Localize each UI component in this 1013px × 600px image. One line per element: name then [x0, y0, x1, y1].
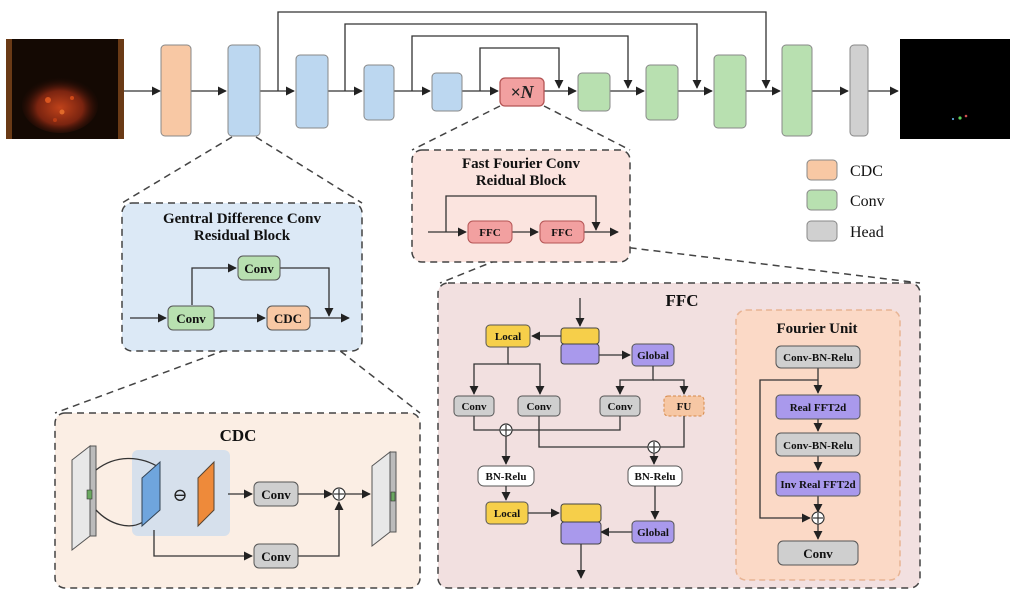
ffc-block-ffc-1-label: FFC: [479, 227, 500, 239]
fourier-op-1-label: Conv-BN-Relu: [783, 352, 853, 364]
fourier-unit-title: Fourier Unit: [777, 321, 858, 337]
legend-swatch-head: [806, 220, 838, 242]
ffc-local-bottom-label: Local: [494, 508, 520, 520]
gdc-conv-left-label: Conv: [176, 311, 206, 326]
skip-connections: [277, 11, 771, 91]
ffc-conv-3-label: Conv: [607, 401, 633, 413]
gdc-title-line2: Residual Block: [194, 228, 291, 244]
fourier-op-4: [775, 471, 861, 497]
ffc-global-top-label: Global: [637, 350, 669, 362]
fourier-op-4-label: Inv Real FFT2d: [780, 479, 855, 491]
cdc-orange-feature: [197, 460, 215, 528]
gdc-cdc-label: CDC: [274, 311, 302, 326]
fourier-op-3-label: Conv-BN-Relu: [783, 440, 853, 452]
pipeline-encoder-block-3: [363, 64, 395, 121]
cdc-detail-title: CDC: [220, 426, 257, 445]
pipeline-cdc-block: [160, 44, 192, 137]
fourier-op-5: [777, 540, 859, 566]
ffc-conv-1-label: Conv: [461, 401, 487, 413]
ffc-block-ffc-2: [539, 220, 585, 244]
pipeline-decoder-block-1: [577, 72, 611, 112]
fourier-op-2: [775, 394, 861, 420]
ffc-split-top-global: [560, 343, 600, 365]
output-image: [900, 39, 1010, 139]
ffc-merge-bottom-global: [560, 521, 602, 545]
gdc-conv-top-label: Conv: [244, 261, 274, 276]
gdc-residual-block: Gentral Difference Conv Residual Block C…: [121, 202, 363, 352]
legend-label-conv: Conv: [850, 193, 885, 210]
ffc-split-top-local: [560, 327, 600, 345]
cdc-output-feature: [371, 450, 391, 548]
legend: CDC Conv Head: [806, 159, 885, 242]
legend-swatch-cdc: [806, 159, 838, 181]
legend-label-cdc: CDC: [850, 163, 883, 180]
ffc-fu-label: FU: [677, 401, 692, 413]
legend-swatch-conv: [806, 189, 838, 211]
fourier-unit: Fourier Unit Conv-BN-Relu Real FFT2d Con…: [735, 309, 901, 581]
pipeline-decoder-block-2: [645, 64, 679, 121]
legend-label-head: Head: [850, 224, 884, 241]
ffc-block-title-line1: Fast Fourier Conv: [462, 156, 581, 172]
ffc-residual-block: Fast Fourier Conv Reidual Block FFC FFC: [411, 149, 631, 263]
ffc-block-title-line2: Reidual Block: [476, 173, 567, 189]
input-image: [6, 39, 124, 139]
fourier-op-2-label: Real FFT2d: [790, 402, 847, 414]
cdc-conv-bottom-label: Conv: [261, 549, 291, 564]
ffc-merge-bottom-local: [560, 503, 602, 523]
pipeline-encoder-block-2: [295, 54, 329, 129]
pipeline-decoder-block-4: [781, 44, 813, 137]
ffc-detail-title: FFC: [665, 291, 698, 310]
cdc-detail: CDC ⊖ Conv Conv: [54, 412, 421, 589]
ffc-block-ffc-2-label: FFC: [551, 227, 572, 239]
ffc-conv-2-label: Conv: [526, 401, 552, 413]
fourier-op-5-label: Conv: [803, 546, 833, 561]
ffc-global-bottom-label: Global: [637, 527, 669, 539]
fourier-op-3: [775, 432, 861, 457]
gdc-title-line1: Gentral Difference Conv: [163, 211, 322, 227]
pipeline-decoder-block-3: [713, 54, 747, 129]
gdc-conv-left: [167, 305, 215, 331]
cdc-conv-top-label: Conv: [261, 487, 291, 502]
ffc-block-ffc-1: [467, 220, 513, 244]
cdc-minus-symbol: ⊖: [172, 485, 187, 505]
fourier-op-1: [775, 345, 861, 369]
ffc-bnrelu-left-label: BN-Relu: [486, 471, 527, 483]
ffc-bnrelu-right-label: BN-Relu: [635, 471, 676, 483]
gdc-cdc: [266, 305, 311, 331]
pipeline-head-block: [849, 44, 869, 137]
cdc-blue-feature: [141, 460, 161, 528]
bottleneck-label: ×N: [510, 82, 534, 102]
pipeline-encoder-block-1: [227, 44, 261, 137]
ffc-local-top-label: Local: [495, 331, 521, 343]
pipeline-bottleneck-block: [499, 77, 545, 107]
gdc-conv-top: [237, 255, 281, 281]
pipeline-encoder-block-4: [431, 72, 463, 112]
